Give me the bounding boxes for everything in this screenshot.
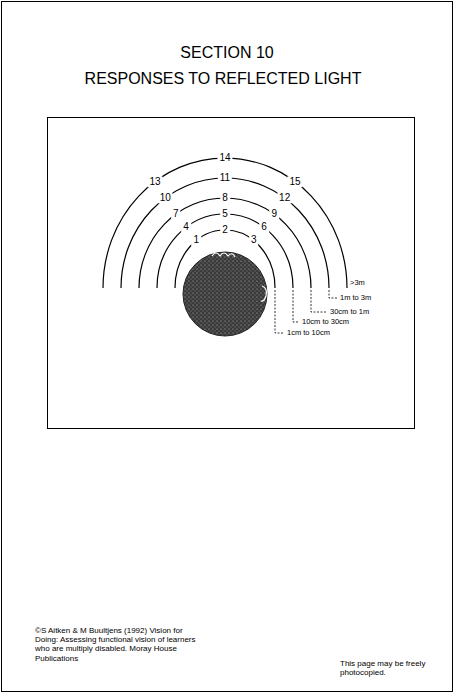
ear-mark [261,286,267,301]
callout-number: 13 [147,176,162,188]
head-shape [183,252,267,336]
copy-permission: This page may be freely photocopied. [340,659,430,677]
callout-number: 7 [171,209,181,221]
distance-label: >3m [350,279,365,288]
callout-number: 14 [217,152,232,164]
distance-label: 1cm to 10cm [287,329,330,338]
callout-number: 15 [287,176,302,188]
callout-number: 4 [181,222,191,234]
hair-mark [212,253,235,257]
callout-number: 8 [220,192,230,204]
callout-number: 9 [270,209,280,221]
head [183,252,267,336]
distance-label: 10cm to 30cm [302,318,349,327]
distance-label: 1m to 3m [340,294,371,303]
callout-number: 6 [259,222,269,234]
callout-number: 2 [220,224,230,236]
distance-label: 30cm to 1m [330,308,369,317]
callout-number: 12 [277,192,292,204]
section-subtitle: RESPONSES TO REFLECTED LIGHT [0,70,450,88]
section-title: SECTION 10 [0,44,454,62]
copyright-note: ©S Aitken & M Buultjens (1992) Vision fo… [35,626,207,663]
leader-line [275,290,284,333]
callout-number: 11 [218,172,232,184]
diagram-frame [48,118,415,429]
leader-line [293,290,299,322]
leader-line [329,290,337,298]
callout-number: 5 [220,208,230,220]
callout-number: 10 [158,192,173,204]
leader-lines [275,290,337,333]
leader-line [311,290,327,312]
callout-number: 3 [249,235,259,247]
callout-number: 1 [192,235,202,247]
